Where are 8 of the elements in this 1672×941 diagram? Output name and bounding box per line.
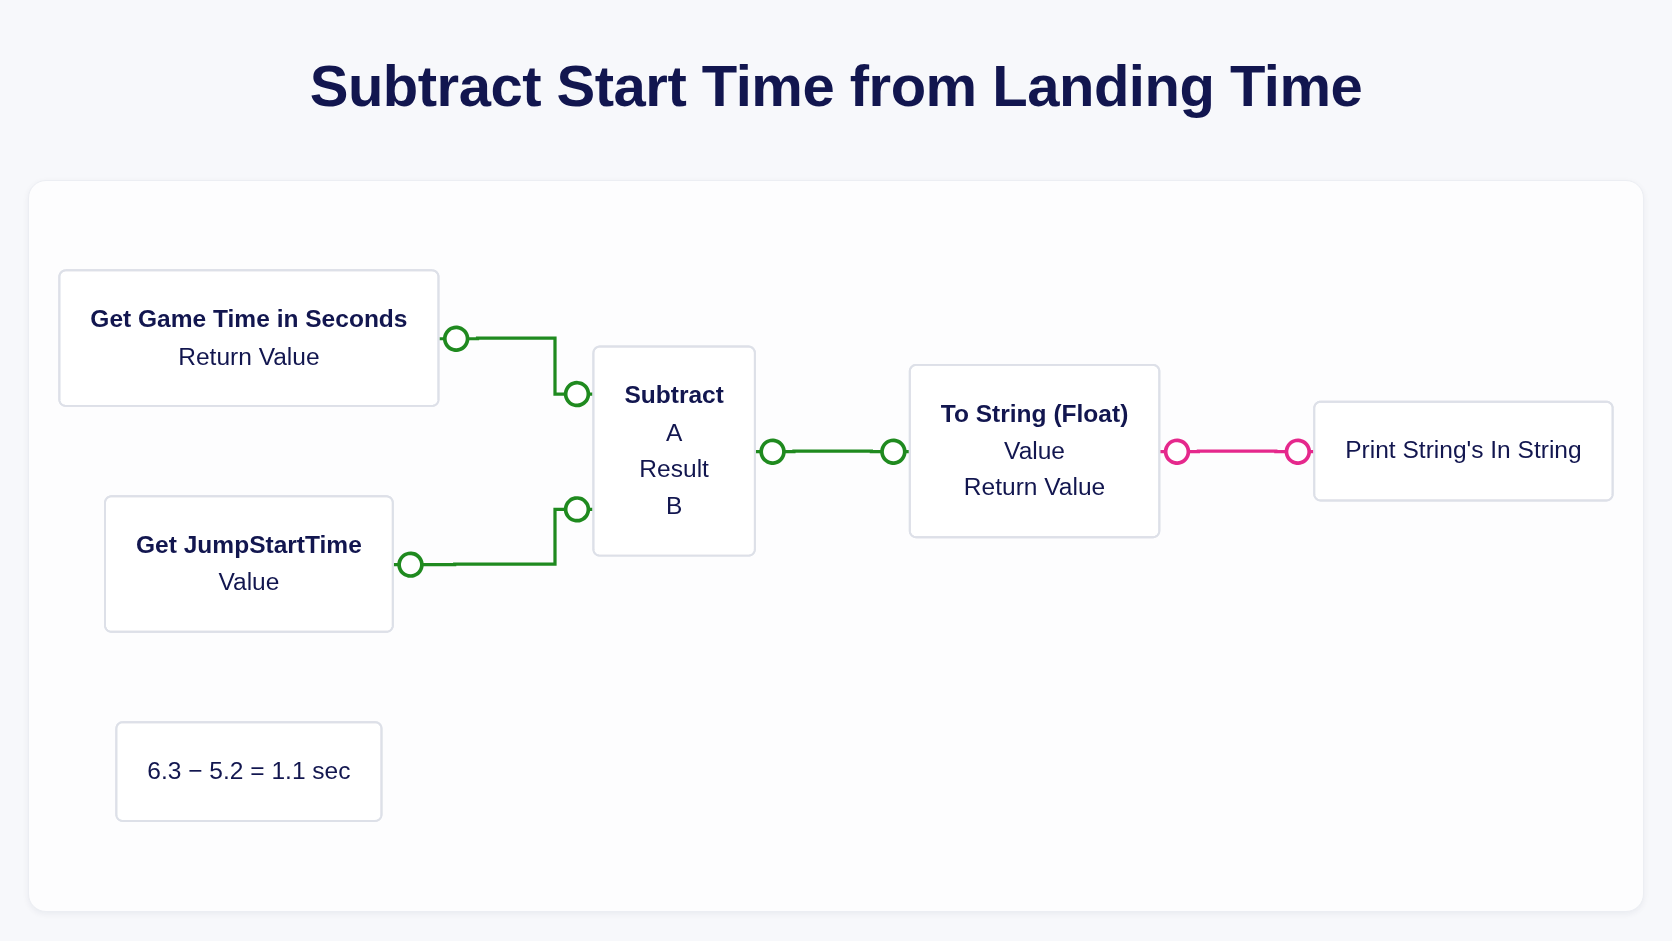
connector-line [1159, 438, 1315, 466]
node-box: 6.3 − 5.2 = 1.1 sec [115, 721, 383, 823]
node-box: Subtract A Result B [592, 345, 756, 557]
node-box: To String (Float) Value Return Value [908, 364, 1161, 539]
node-box: Print String's In String [1313, 401, 1614, 502]
node-box: Get JumpStartTime Value [104, 495, 394, 634]
title: Subtract Start Time from Landing Time [309, 52, 1363, 119]
node-box: Get Game Time in Seconds Return Value [58, 269, 440, 408]
